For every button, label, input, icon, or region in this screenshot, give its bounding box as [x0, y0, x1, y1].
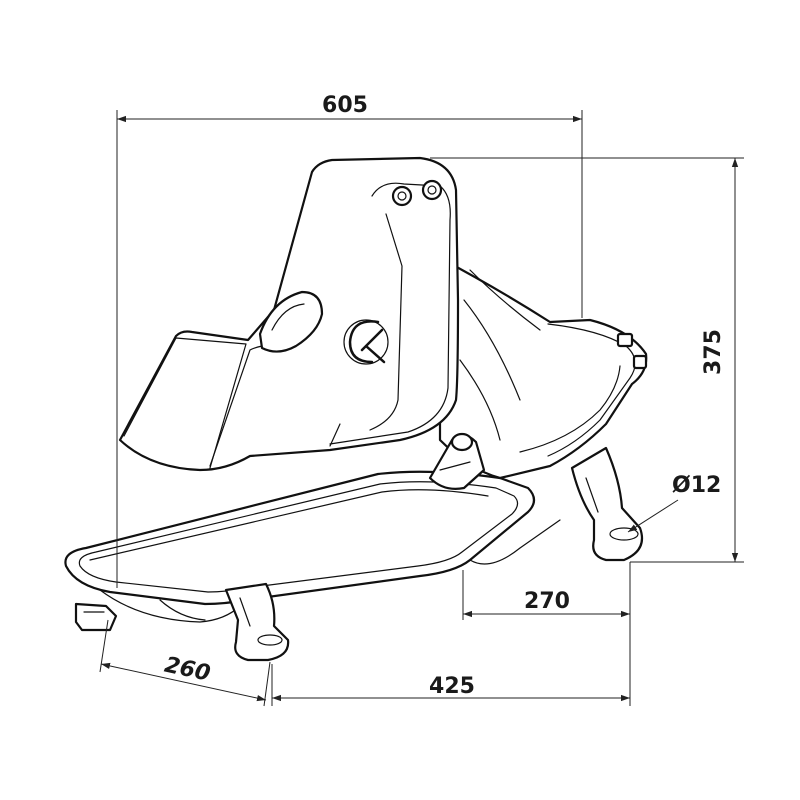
tray-clip	[74, 602, 118, 632]
bolt	[421, 179, 443, 201]
dim-label-375: 375	[701, 329, 726, 375]
dim-label-605: 605	[322, 93, 368, 118]
dim-height-right: 375	[430, 157, 744, 563]
trough-inner-rim	[78, 481, 519, 593]
rear-leg	[570, 446, 644, 562]
dim-label-o12: Ø12	[672, 473, 721, 498]
dim-label-260: 260	[162, 653, 212, 687]
dim-width-top: 605	[116, 93, 583, 588]
handle-slot	[258, 290, 324, 353]
dim-label-270: 270	[524, 589, 570, 614]
ck-logo-icon	[343, 319, 389, 365]
dim-foot-span: 270	[462, 562, 631, 706]
bolt	[391, 185, 413, 207]
drinking-trough-drawing	[64, 156, 648, 662]
dim-label-425: 425	[429, 674, 475, 699]
trough-tray	[64, 470, 536, 606]
dim-length-bottom: 425	[271, 664, 630, 706]
dim-hole-diameter: Ø12	[627, 473, 721, 533]
